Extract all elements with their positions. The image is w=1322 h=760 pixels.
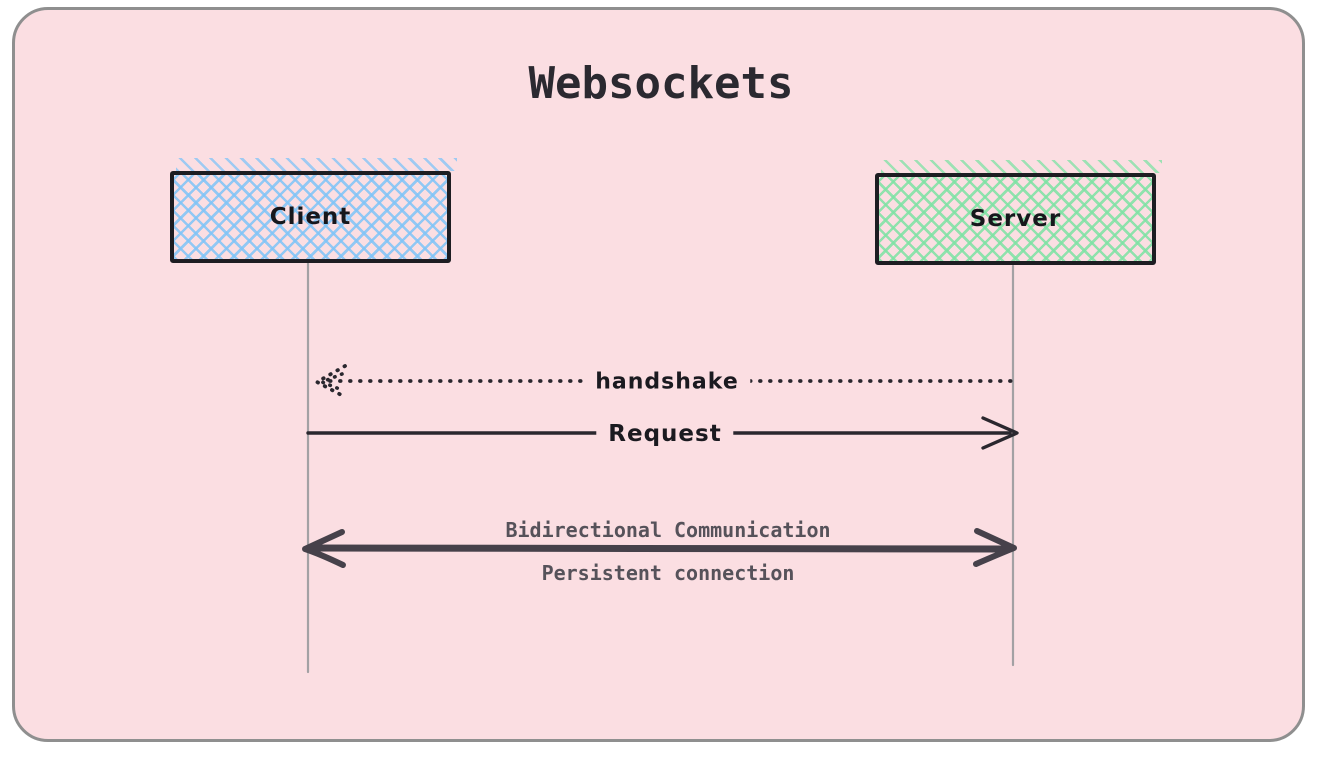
actor-box-client: Client xyxy=(170,158,457,263)
actor-label-server: Server xyxy=(969,206,1062,232)
persistent-connection-label: Persistent connection xyxy=(541,561,795,585)
diagram-title: Websockets xyxy=(528,58,794,109)
handshake-label: handshake xyxy=(583,367,751,397)
client-hatch-overshoot xyxy=(176,158,457,171)
request-label: Request xyxy=(596,419,734,449)
actor-box-server: Server xyxy=(875,160,1162,265)
actor-label-client: Client xyxy=(269,204,352,230)
bidirectional-arrow xyxy=(302,528,1017,568)
bidirectional-communication-label: Bidirectional Communication xyxy=(505,518,831,542)
server-hatch-overshoot xyxy=(881,160,1162,173)
